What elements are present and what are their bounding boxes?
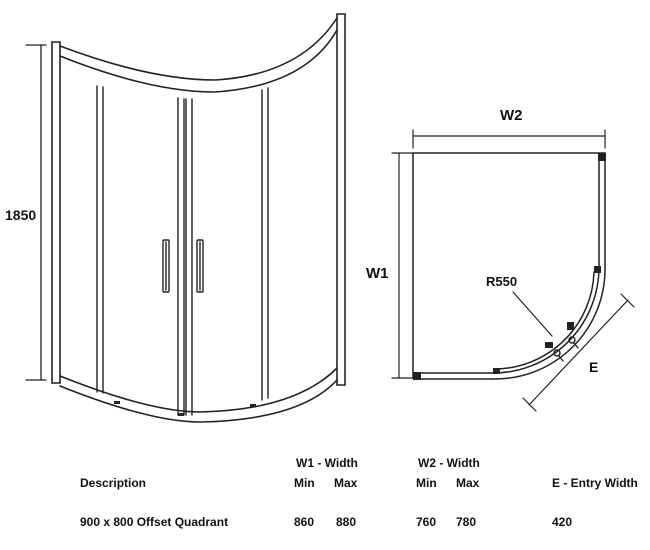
plan-view xyxy=(391,129,635,412)
w2-dimension-label: W2 xyxy=(500,107,523,124)
radius-leader-line xyxy=(512,291,553,337)
specification-table: W1 - Width W2 - Width Description Min Ma… xyxy=(0,440,650,550)
row-w2-min: 760 xyxy=(416,515,437,529)
entry-dimension-label: E xyxy=(589,359,598,375)
radius-label: R550 xyxy=(486,274,517,289)
plan-door-handles xyxy=(553,336,579,362)
right-wall-post xyxy=(336,13,346,386)
description-header: Description xyxy=(80,476,147,490)
front-elevation-view xyxy=(25,13,346,423)
row-w2-max: 780 xyxy=(456,515,477,529)
height-dimension-line xyxy=(25,44,47,381)
w2-max-header: Max xyxy=(456,476,480,490)
w1-dimension-label: W1 xyxy=(366,265,389,282)
entry-width-header: E - Entry Width xyxy=(552,476,638,490)
entry-dimension-line xyxy=(522,293,635,412)
curved-door-track xyxy=(491,267,606,380)
top-curved-frame xyxy=(59,17,338,93)
bottom-curved-frame xyxy=(59,367,338,423)
door-rollers xyxy=(114,401,256,416)
right-fixed-panel-frame xyxy=(261,87,269,401)
w1-width-header: W1 - Width xyxy=(296,456,358,470)
left-sliding-door-frame xyxy=(177,97,185,416)
left-door-handle xyxy=(162,239,170,293)
left-fixed-panel-frame xyxy=(96,85,104,394)
row-entry-width: 420 xyxy=(552,515,573,529)
right-return-panel xyxy=(598,153,606,269)
bottom-return-panel xyxy=(413,372,493,380)
row-w1-max: 880 xyxy=(336,515,357,529)
right-door-handle xyxy=(196,239,204,293)
w2-width-header: W2 - Width xyxy=(418,456,480,470)
row-w1-min: 860 xyxy=(294,515,315,529)
row-description: 900 x 800 Offset Quadrant xyxy=(80,515,229,529)
w1-min-header: Min xyxy=(294,476,315,490)
shower-enclosure-diagram: 1850 xyxy=(5,13,635,423)
w1-dimension-line xyxy=(391,152,413,379)
right-sliding-door-frame xyxy=(185,98,193,416)
height-dimension-label: 1850 xyxy=(5,207,36,223)
left-wall-post xyxy=(51,41,61,384)
door-fittings xyxy=(493,266,601,374)
w2-min-header: Min xyxy=(416,476,437,490)
w2-dimension-line xyxy=(412,129,606,149)
plan-walls xyxy=(412,152,606,379)
w1-max-header: Max xyxy=(334,476,358,490)
